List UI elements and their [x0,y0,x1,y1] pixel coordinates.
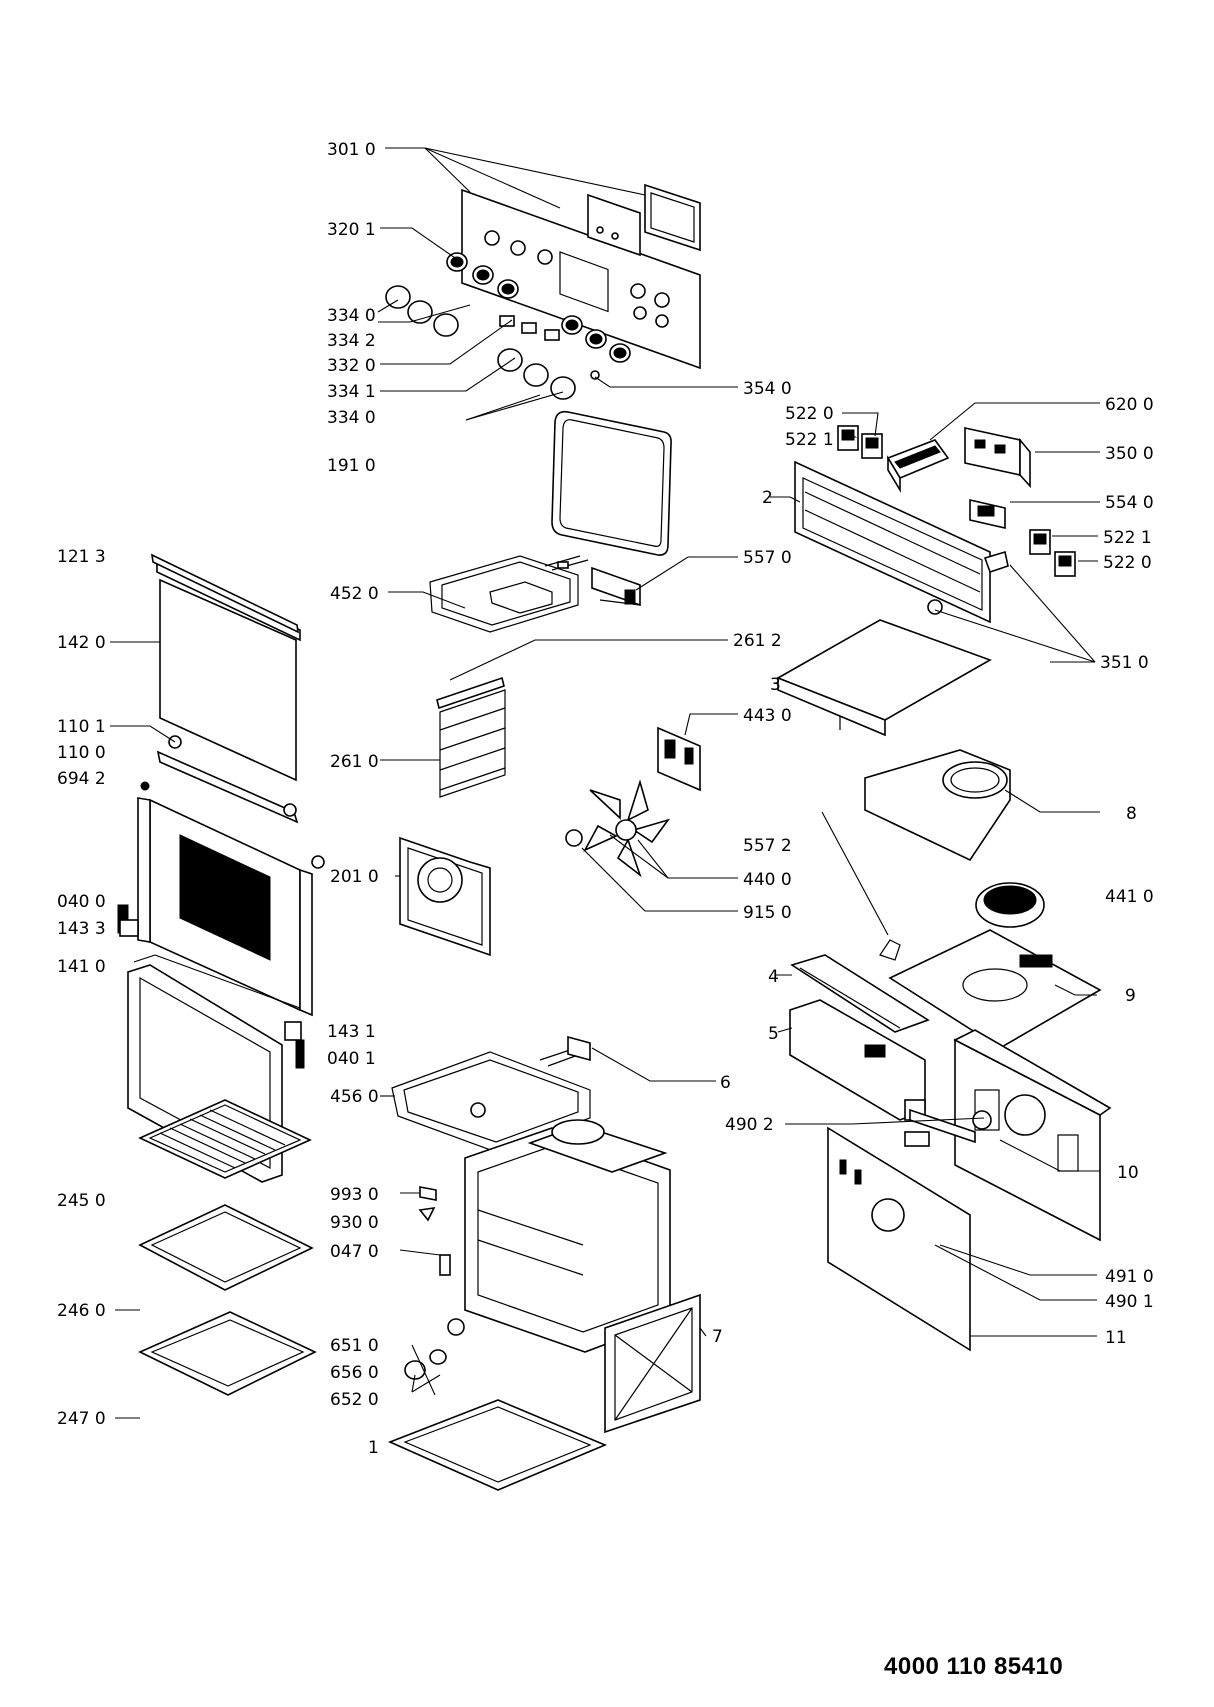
label-334-0-a: 334 0 [327,306,376,326]
label-261-2: 261 2 [733,631,782,651]
label-334-2: 334 2 [327,331,376,351]
switches-522 [837,425,1076,577]
label-351-0: 351 0 [1100,653,1149,673]
label-246-0: 246 0 [57,1301,106,1321]
shelf-guides-261-0 [436,676,506,798]
label-522-1-b: 522 1 [1103,528,1152,548]
document-number: 4000 110 85410 [884,1653,1064,1680]
label-142-0: 142 0 [57,633,106,653]
label-047-0: 047 0 [330,1242,379,1262]
fan-motor-443-0 [657,726,701,792]
label-143-3: 143 3 [57,919,106,939]
cooling-fan-441-0 [975,882,1045,928]
label-557-0: 557 0 [743,548,792,568]
label-4: 4 [768,967,779,987]
label-443-0: 443 0 [743,706,792,726]
rear-fan-cover-201-0 [399,836,491,957]
label-247-0: 247 0 [57,1409,106,1429]
timer-350-0 [964,427,1031,489]
oven-cavity [464,1119,671,1353]
part-labels: 301 0 320 1 334 0 334 2 332 0 334 1 334 … [57,140,1154,1458]
label-10: 10 [1117,1163,1139,1183]
label-930-0: 930 0 [330,1213,379,1233]
panel-4 [790,954,930,1033]
terminal-491-0 [904,1108,992,1147]
label-522-0-a: 522 0 [785,404,834,424]
label-301-0: 301 0 [327,140,376,160]
label-441-0: 441 0 [1105,887,1154,907]
door-trim-110 [140,735,299,824]
label-694-2: 694 2 [57,769,106,789]
control-panel-301-0 [461,183,701,370]
cover-3 [776,619,992,737]
baking-tray-246-0 [138,1204,314,1291]
label-652-0: 652 0 [330,1390,379,1410]
leader-lines [110,147,1100,1419]
label-522-1-a: 522 1 [785,430,834,450]
door-gasket-191-0 [551,410,672,556]
top-panel-9 [879,929,1102,1049]
label-554-0: 554 0 [1105,493,1154,513]
label-1: 1 [368,1438,379,1458]
label-332-0: 332 0 [327,356,376,376]
rear-panel-10 [953,1029,1112,1242]
label-656-0: 656 0 [330,1363,379,1383]
outer-door-glass-142-0 [150,553,301,782]
heating-element-452-0 [429,555,589,633]
label-245-0: 245 0 [57,1191,106,1211]
label-9: 9 [1125,986,1136,1006]
label-354-0: 354 0 [743,379,792,399]
label-8: 8 [1126,804,1137,824]
rear-cover-11 [827,1126,971,1352]
oven-door-141-0 [117,797,325,1069]
label-440-0: 440 0 [743,870,792,890]
label-110-1: 110 1 [57,717,106,737]
label-6: 6 [720,1073,731,1093]
label-350-0: 350 0 [1105,444,1154,464]
control-bracket-2 [794,460,991,624]
label-334-0-b: 334 0 [327,408,376,428]
label-490-1: 490 1 [1105,1292,1154,1312]
label-143-1: 143 1 [327,1022,376,1042]
lower-element-456-0 [391,1035,591,1153]
wire-shelf-245-0 [138,1099,312,1179]
label-620-0: 620 0 [1105,395,1154,415]
label-651-0: 651 0 [330,1336,379,1356]
bottom-panel-1 [387,1399,608,1491]
label-491-0: 491 0 [1105,1267,1154,1287]
thermostat-557-0 [591,566,641,607]
label-522-0-b: 522 0 [1103,553,1152,573]
label-110-0: 110 0 [57,743,106,763]
label-121-3: 121 3 [57,547,106,567]
label-040-0: 040 0 [57,892,106,912]
label-452-0: 452 0 [330,584,379,604]
label-320-1: 320 1 [327,220,376,240]
label-191-0: 191 0 [327,456,376,476]
label-7: 7 [712,1327,723,1347]
label-5: 5 [768,1024,779,1044]
label-261-0: 261 0 [330,752,379,772]
small-fittings [404,1186,465,1380]
baking-tray-247-0 [138,1311,317,1396]
fan-blade-440-0 [565,779,671,878]
fan-housing-8 [864,749,1011,862]
switch-554-0 [969,498,1009,574]
label-2: 2 [762,488,773,508]
label-141-0: 141 0 [57,957,106,977]
selector-620-0 [886,439,950,493]
label-334-1: 334 1 [327,382,376,402]
label-3: 3 [770,675,781,695]
rear-panel-7 [604,1293,701,1434]
label-557-2: 557 2 [743,836,792,856]
label-456-0: 456 0 [330,1087,379,1107]
label-11: 11 [1105,1328,1127,1348]
label-201-0: 201 0 [330,867,379,887]
label-993-0: 993 0 [330,1185,379,1205]
label-490-2: 490 2 [725,1115,774,1135]
knobs-320-1 [446,252,631,363]
label-040-1: 040 1 [327,1049,376,1069]
label-915-0: 915 0 [743,903,792,923]
